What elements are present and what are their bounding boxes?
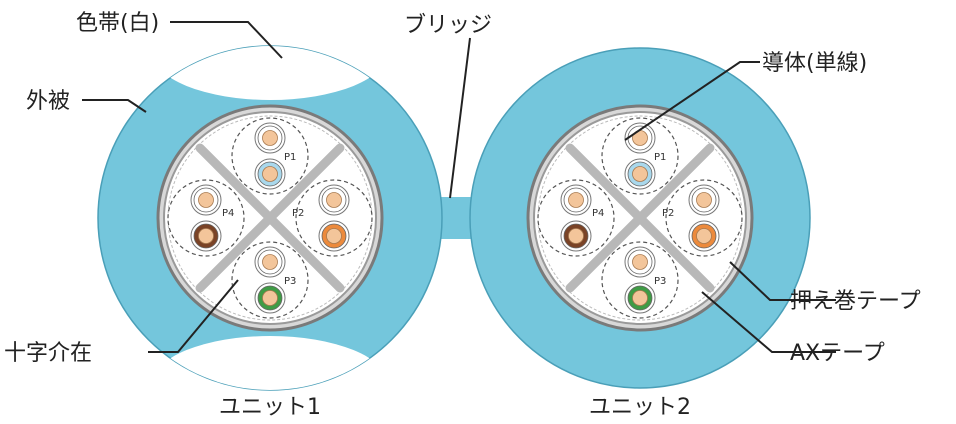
pair-p1-color-wire	[624, 158, 656, 190]
pair-boundary	[167, 179, 245, 257]
pair-boundary	[665, 179, 743, 257]
label-unit-1: ユニット1	[219, 395, 321, 420]
pair-p1-color-wire	[254, 158, 286, 190]
pair-p4-color-wire-conductor	[198, 228, 214, 244]
pair-p1-white-wire	[254, 122, 286, 154]
pair-p4-white-wire	[560, 184, 592, 216]
pair-p2-color-wire	[318, 220, 350, 252]
pair-p3-color-wire	[624, 282, 656, 314]
pair-boundary	[537, 179, 615, 257]
pair-p4-white-wire-conductor	[198, 192, 214, 208]
pair-p1: P1	[231, 117, 309, 195]
pair-p4-color-wire	[560, 220, 592, 252]
leader-sheath	[82, 99, 147, 113]
pair-p4: P4	[167, 179, 245, 257]
pair-p3-color-wire-conductor	[262, 290, 278, 306]
label-sheath: 外被	[26, 89, 70, 114]
pair-label-p3: P3	[284, 276, 296, 287]
leader-bridge	[449, 37, 471, 199]
pair-p4-white-wire-conductor	[568, 192, 584, 208]
pair-p2-color-wire-conductor	[696, 228, 712, 244]
leader-holding-tape	[729, 261, 836, 301]
pair-label-p1: P1	[284, 152, 296, 163]
pair-boundary	[601, 241, 679, 319]
pair-boundary	[231, 241, 309, 319]
pair-p2-color-wire-conductor	[326, 228, 342, 244]
leader-lines	[82, 21, 836, 353]
pair-label-p3: P3	[654, 276, 666, 287]
pair-p2: P2	[662, 179, 743, 257]
pair-label-p2: P2	[662, 208, 674, 219]
color-band-bottom	[152, 336, 388, 390]
pair-p2-color-wire	[688, 220, 720, 252]
pair-p2: P2	[292, 179, 373, 257]
pair-label-p4: P4	[222, 208, 234, 219]
leader-cross-filler	[148, 279, 239, 353]
pair-p2-white-wire	[688, 184, 720, 216]
cross-filler	[195, 143, 345, 293]
leader-ax-tape	[701, 291, 836, 353]
leader-color-band	[170, 21, 283, 59]
label-color-band: 色帯(白)	[76, 11, 159, 36]
pair-p4-white-wire	[190, 184, 222, 216]
pair-label-p2: P2	[292, 208, 304, 219]
cross-filler	[565, 143, 715, 293]
pair-p2-white-wire	[318, 184, 350, 216]
pair-p1-white-wire	[624, 122, 656, 154]
pair-boundary	[601, 117, 679, 195]
pair-p4-color-wire	[190, 220, 222, 252]
pair-p1-color-wire-conductor	[632, 166, 648, 182]
pair-p2-white-wire-conductor	[696, 192, 712, 208]
leader-conductor	[624, 61, 760, 141]
pair-p3-white-wire	[254, 246, 286, 278]
pair-p3-color-wire-conductor	[632, 290, 648, 306]
pair-p4: P4	[537, 179, 615, 257]
pair-p3-white-wire	[624, 246, 656, 278]
pair-p3: P3	[601, 241, 679, 319]
pair-p3-color-wire	[254, 282, 286, 314]
label-unit-2: ユニット2	[589, 395, 691, 420]
pair-p3-white-wire-conductor	[632, 254, 648, 270]
pair-p4-color-wire-conductor	[568, 228, 584, 244]
pair-p3: P3	[231, 241, 309, 319]
pair-p1: P1	[601, 117, 679, 195]
pair-p3-white-wire-conductor	[262, 254, 278, 270]
cross-filler-bar-b	[195, 143, 345, 293]
pair-p2-white-wire-conductor	[326, 192, 342, 208]
label-ax-tape: AXテープ	[790, 341, 885, 366]
pair-boundary	[231, 117, 309, 195]
color-band-top	[152, 46, 388, 100]
cross-filler-bar-b	[565, 143, 715, 293]
pair-p1-color-wire-conductor	[262, 166, 278, 182]
pair-label-p1: P1	[654, 152, 666, 163]
pair-p1-white-wire-conductor	[262, 130, 278, 146]
label-bridge: ブリッジ	[404, 13, 492, 38]
label-holding-tape: 押え巻テープ	[790, 289, 921, 314]
pair-boundary	[295, 179, 373, 257]
pair-label-p4: P4	[592, 208, 604, 219]
label-conductor: 導体(単線)	[762, 51, 867, 76]
label-cross-filler: 十字介在	[4, 341, 92, 366]
